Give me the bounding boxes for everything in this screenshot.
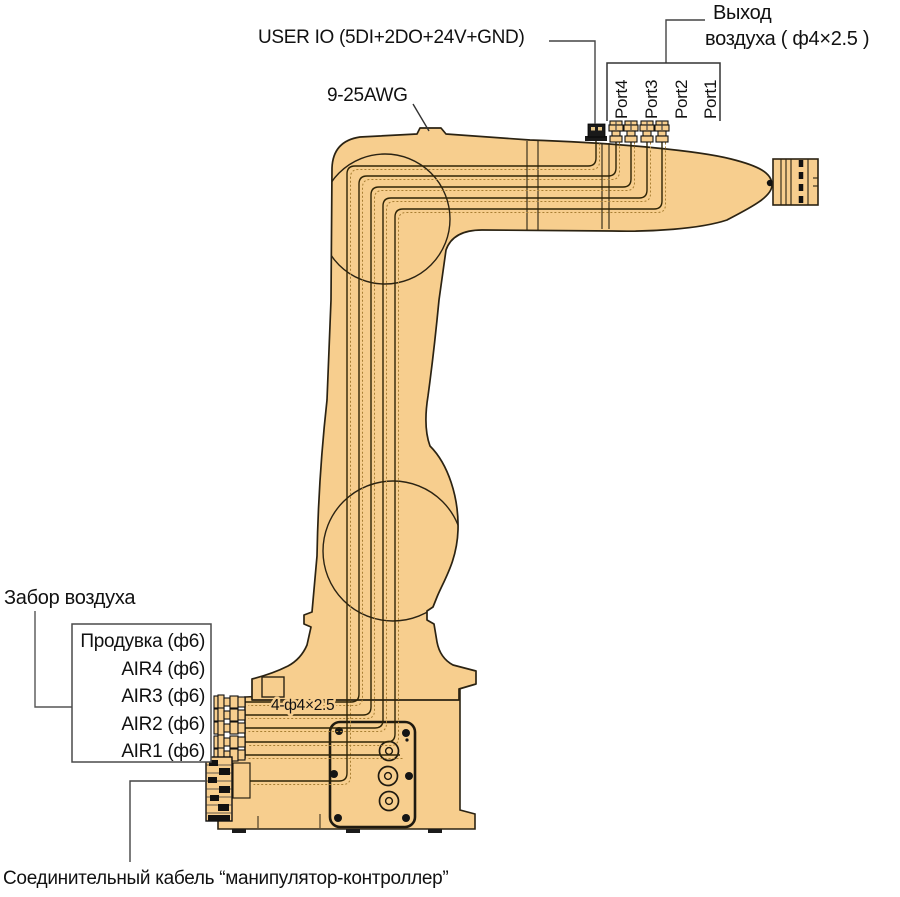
route-user-io [250, 140, 597, 782]
wrist-flange [766, 158, 819, 206]
cable-label: Соединительный кабель “манипулятор-контр… [3, 868, 448, 889]
base-air-fittings [213, 694, 246, 763]
port3-label: Port3 [642, 80, 661, 119]
internal-routes [245, 131, 666, 785]
base-top-tab [261, 676, 285, 698]
awg-leader [412, 103, 430, 132]
panel-connectors [377, 740, 400, 812]
port2-label: Port2 [672, 80, 691, 119]
air-legend-box: Продувка (ф6) AIR4 (ф6) AIR3 (ф6) AIR2 (… [71, 623, 212, 763]
base-holes-label: 4-ф4×2.5 [271, 697, 334, 714]
port-labels: Port4 Port3 Port2 Port1 [612, 80, 720, 119]
legend-row-air2: AIR2 (ф6) [121, 714, 205, 735]
route-port2 [245, 131, 648, 729]
legend-row-air4: AIR4 (ф6) [121, 659, 205, 680]
ports-box [606, 62, 721, 121]
base-panel [232, 720, 417, 829]
route-port4 [245, 131, 617, 703]
legend-row-air1: AIR1 (ф6) [121, 741, 205, 762]
air-outlet-label-line2: воздуха ( ф4×2.5 ) [705, 28, 869, 50]
air-outlet-bracket [665, 19, 705, 63]
arm-silhouette [251, 127, 773, 701]
forearm-fittings [585, 120, 670, 143]
leader-lines [34, 19, 721, 862]
air-intake-bracket [34, 611, 72, 708]
panel-bolts [330, 727, 413, 822]
robot-arm [251, 127, 819, 701]
port4-label: Port4 [612, 80, 631, 119]
route-port1 [245, 131, 663, 743]
air-outlet-label-line1: Выход [713, 2, 772, 24]
awg-label: 9-25AWG [327, 85, 408, 106]
route-port3 [245, 131, 632, 716]
legend-row-purge: Продувка (ф6) [80, 631, 205, 652]
user-io-connector [585, 123, 607, 141]
port1-label: Port1 [701, 80, 720, 119]
user-io-label: USER IO (5DI+2DO+24V+GND) [258, 27, 525, 48]
cable-leader [129, 780, 206, 862]
wrist-joint-lines [526, 141, 610, 230]
user-io-leader [549, 40, 596, 124]
port-stubs [615, 121, 663, 130]
air-intake-label: Забор воздуха [4, 587, 136, 609]
air-port-fittings [608, 120, 670, 143]
cable-connector-block [205, 756, 233, 822]
legend-row-air3: AIR3 (ф6) [121, 686, 205, 707]
text-labels: USER IO (5DI+2DO+24V+GND) 9-25AWG Выход … [3, 2, 870, 889]
